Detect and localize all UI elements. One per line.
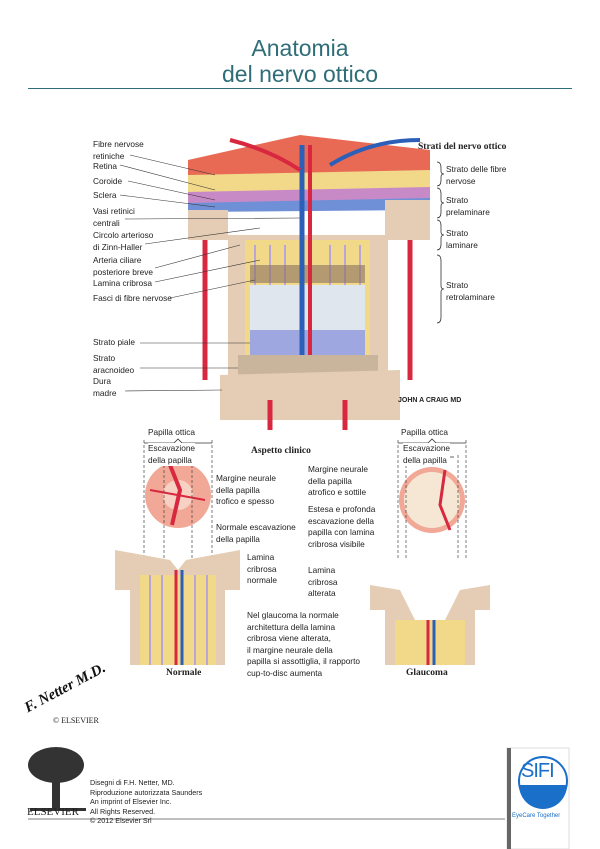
glaucoma-lamina-label: Lamina cribrosa alterata xyxy=(308,565,338,598)
title-divider xyxy=(28,88,572,89)
label-lamina-cribrosa: Lamina cribrosa xyxy=(93,278,153,288)
elsevier-wordmark: ELSEVIER xyxy=(27,806,79,818)
label-ciliary-artery: Arteria ciliare posteriore breve xyxy=(93,255,153,277)
glaucoma-note: Nel glaucoma la normale architettura del… xyxy=(247,610,360,678)
layers-heading: Strati del nervo ottico xyxy=(418,142,507,152)
sifi-logo xyxy=(506,747,570,849)
sifi-tagline: EyeCare Together xyxy=(512,813,561,819)
layer-braces xyxy=(436,161,445,324)
leader-lines xyxy=(119,154,301,392)
label-nerve-fiber-bundles: Fasci di fibre nervose xyxy=(93,293,172,303)
clinical-heading: Aspetto clinico xyxy=(251,446,311,456)
glaucoma-optic-disc xyxy=(399,467,465,533)
glaucoma-rim-label: Margine neurale della papilla atrofico e… xyxy=(308,464,368,497)
optic-nerve-cross-section xyxy=(188,135,430,430)
glaucoma-caption: Glaucoma xyxy=(406,668,448,678)
normal-section xyxy=(115,550,240,665)
normal-cup-note: Normale escavazione della papilla xyxy=(216,522,296,544)
normal-lamina-label: Lamina cribrosa normale xyxy=(247,552,277,585)
normal-caption: Normale xyxy=(166,668,202,678)
normal-papilla-label: Papilla ottica xyxy=(148,427,196,437)
title-line-2: del nervo ottico xyxy=(222,61,378,87)
label-central-retinal-vessels: Vasi retinici centrali xyxy=(93,206,135,228)
footer-credits: Disegni di F.H. Netter, MD. Riproduzione… xyxy=(90,778,203,826)
label-retina: Retina xyxy=(93,161,117,171)
elsevier-tree-logo xyxy=(28,747,86,811)
title-line-1: Anatomia xyxy=(251,35,349,61)
netter-copyright: © ELSEVIER xyxy=(53,716,99,725)
glaucoma-section xyxy=(370,585,490,665)
label-arachnoid: Strato aracnoideo xyxy=(93,353,135,375)
label-choroid: Coroide xyxy=(93,176,123,186)
label-zinn-haller: Circolo arterioso di Zinn-Haller xyxy=(93,230,154,252)
layer-nerve-fiber: Strato delle fibre nervose xyxy=(446,164,507,186)
disc-guides xyxy=(143,440,467,560)
layer-retrolaminar: Strato retrolaminare xyxy=(446,280,495,302)
label-sclera: Sclera xyxy=(93,190,117,200)
sifi-wordmark: SIFI xyxy=(521,760,555,782)
glaucoma-papilla-label: Papilla ottica xyxy=(401,427,449,437)
normal-rim-label: Margine neurale della papilla trofico e … xyxy=(216,473,276,506)
layer-prelaminar: Strato prelaminare xyxy=(446,195,490,217)
layer-laminar: Strato laminare xyxy=(446,228,478,250)
artist-signature: JOHN A CRAIG MD xyxy=(398,397,462,404)
label-retinal-nerve-fibers: Fibre nervose retiniche xyxy=(93,139,144,161)
glaucoma-cup-label: Escavazione della papilla xyxy=(403,443,451,466)
normal-optic-disc xyxy=(145,462,211,528)
glaucoma-cup-note: Estesa e profonda escavazione della papi… xyxy=(308,504,376,549)
label-dura: Dura madre xyxy=(93,376,117,398)
normal-cup-label: Escavazione della papilla xyxy=(148,443,196,466)
label-pia: Strato piale xyxy=(93,337,135,347)
